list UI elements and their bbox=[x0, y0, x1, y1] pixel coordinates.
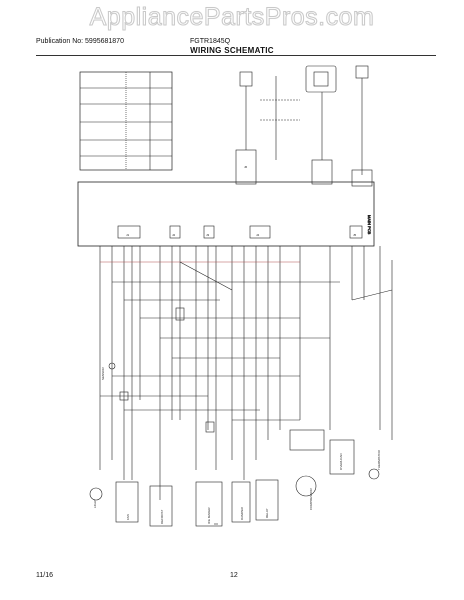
model-number: FGTR1845Q bbox=[190, 38, 231, 45]
svg-text:J4: J4 bbox=[256, 233, 260, 237]
wires bbox=[99, 246, 393, 500]
svg-text:OVERLOAD: OVERLOAD bbox=[339, 452, 343, 470]
svg-text:J3: J3 bbox=[206, 233, 210, 237]
svg-text:DEFROST: DEFROST bbox=[160, 509, 164, 524]
svg-text:J5: J5 bbox=[353, 233, 357, 237]
footer-date: 11/16 bbox=[36, 572, 53, 579]
svg-text:DAMPER: DAMPER bbox=[240, 506, 244, 520]
svg-text:J6: J6 bbox=[244, 165, 248, 169]
svg-text:COMPRESSOR: COMPRESSOR bbox=[309, 487, 313, 510]
svg-text:SENSOR: SENSOR bbox=[101, 366, 105, 380]
legend-table bbox=[79, 71, 173, 171]
svg-text:RELAY: RELAY bbox=[265, 508, 269, 518]
page-title: WIRING SCHEMATIC bbox=[190, 46, 274, 55]
svg-text:LIGHT: LIGHT bbox=[93, 499, 97, 508]
publication-number: Publication No: 5995681870 bbox=[36, 38, 124, 45]
board-connectors bbox=[117, 225, 363, 239]
watermark: AppliancePartsPros.com bbox=[89, 3, 375, 32]
bottom-components bbox=[89, 307, 380, 527]
title-rule bbox=[36, 55, 436, 56]
svg-text:ICE MAKER: ICE MAKER bbox=[207, 507, 211, 524]
page-number: 12 bbox=[230, 572, 238, 579]
svg-text:J2: J2 bbox=[172, 233, 176, 237]
top-components bbox=[235, 65, 373, 187]
control-board-frame bbox=[77, 181, 375, 247]
component-labels: LIGHT FAN DEFROST ICE MAKER DAMPER RELAY… bbox=[93, 165, 381, 524]
svg-text:THERMISTOR: THERMISTOR bbox=[377, 449, 381, 470]
svg-text:FAN: FAN bbox=[126, 514, 130, 520]
svg-text:J1: J1 bbox=[126, 233, 130, 237]
board-label: MAIN PCB bbox=[367, 215, 372, 235]
